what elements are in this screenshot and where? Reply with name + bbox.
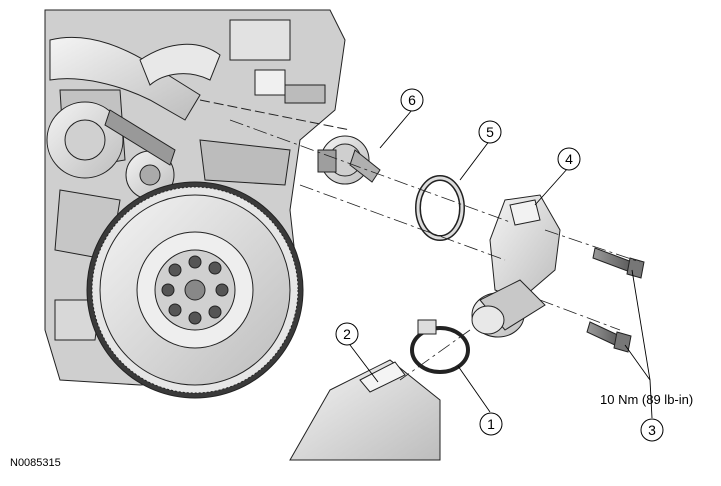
flexplate-bolts	[161, 255, 229, 325]
callout-3-label: 3	[648, 422, 656, 438]
housing-bolts	[586, 247, 645, 353]
callout-4: 4	[557, 147, 581, 171]
torque-spec-label: 10 Nm (89 lb-in)	[600, 392, 693, 407]
thermostat	[317, 135, 381, 185]
callout-5: 5	[478, 120, 502, 144]
flexplate	[86, 181, 304, 399]
leader-lines	[349, 109, 653, 419]
callout-4-label: 4	[565, 151, 573, 167]
seal	[415, 175, 465, 241]
thermostat-housing	[471, 194, 561, 338]
hose-clamp	[410, 319, 470, 374]
callout-1: 1	[479, 412, 503, 436]
callout-5-label: 5	[486, 124, 494, 140]
callout-6-label: 6	[408, 92, 416, 108]
assembly-centerlines	[229, 119, 641, 381]
figure-id: N0085315	[10, 457, 61, 469]
lower-radiator-hose	[289, 359, 441, 461]
callout-2: 2	[335, 322, 359, 346]
callout-1-label: 1	[487, 416, 495, 432]
callout-2-label: 2	[343, 326, 351, 342]
callout-3: 3	[640, 418, 664, 442]
callout-6: 6	[400, 88, 424, 112]
